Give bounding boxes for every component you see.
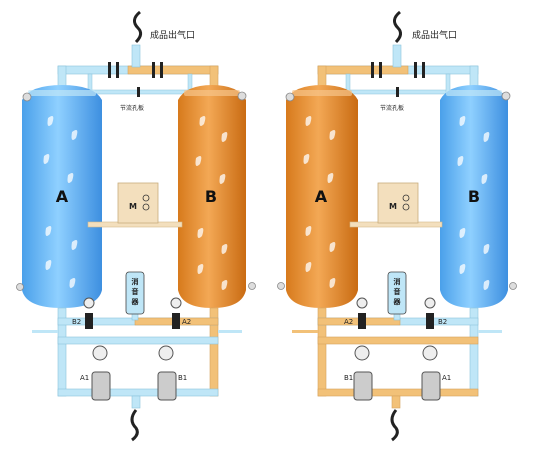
valve-bottom-right	[421, 345, 441, 401]
outlet-pipe	[131, 44, 141, 68]
pipe-down-a	[57, 65, 67, 89]
lower-manifold	[57, 336, 219, 345]
tower-b	[440, 85, 508, 308]
motor-label: M	[389, 202, 397, 211]
silencer-label-2: 音	[394, 287, 401, 296]
inlet-manifold	[57, 388, 219, 397]
valve-top-right	[424, 297, 436, 329]
tower-b	[178, 85, 246, 308]
tower-label: A	[56, 187, 69, 206]
drain-valve-icon	[509, 282, 517, 290]
silencer-label-3: 器	[131, 297, 140, 306]
valve-bottom-left	[91, 345, 111, 401]
orifice-plate-label: 节流孔板	[120, 104, 144, 112]
tower-label: B	[468, 187, 480, 206]
pressure-gauge-icon	[22, 92, 32, 102]
tower-a	[22, 85, 102, 308]
pipe-down-b	[209, 65, 219, 89]
valve-top-left	[356, 297, 368, 329]
motor-label: M	[129, 202, 137, 211]
drain-valve-icon	[16, 283, 24, 291]
silencer-label-1: 消	[132, 277, 139, 286]
drain-valve-icon	[248, 282, 256, 290]
valve-bottom-right	[157, 345, 177, 401]
drain-valve-icon	[277, 282, 285, 290]
left-unit: 成品出气口 节流孔板 A B M 消 音 器 B2 A2 A1 B1	[16, 10, 256, 442]
pressure-gauge-icon	[501, 91, 511, 101]
silencer	[125, 271, 145, 315]
outlet-flow-arrow-icon	[133, 10, 143, 44]
right-unit: 成品出气口 节流孔板 A B M 消 音 器 A2 B2 B1 A1	[277, 10, 517, 442]
valve-label: B2	[438, 318, 447, 326]
silencer-label-3: 器	[393, 297, 402, 306]
valve-label: A2	[182, 318, 191, 326]
valve-label: B1	[178, 374, 187, 382]
valve-bottom-left	[353, 345, 373, 401]
orifice-plate	[137, 87, 140, 97]
inlet-flow-arrow-icon	[130, 409, 139, 442]
tower-a	[286, 85, 358, 308]
top-pipe-orange	[127, 65, 219, 75]
pressure-gauge-icon	[285, 92, 295, 102]
valve-top-right	[170, 297, 182, 329]
pressure-gauge-icon	[237, 91, 247, 101]
silencer-label-1: 消	[394, 277, 401, 286]
product-outlet-label: 成品出气口	[412, 29, 457, 41]
valve-top-left	[83, 297, 95, 329]
tower-label: B	[205, 187, 217, 206]
outlet-flow-arrow-icon	[393, 10, 403, 44]
motor-box	[117, 182, 159, 224]
silencer	[387, 271, 407, 315]
valve-label: B2	[72, 318, 81, 326]
orifice-plate-label: 节流孔板	[380, 104, 404, 112]
tower-label: A	[315, 187, 328, 206]
valve-label: A2	[344, 318, 353, 326]
motor-box	[377, 182, 419, 224]
valve-label: A1	[80, 374, 89, 382]
inlet-flow-arrow-icon	[390, 409, 399, 442]
valve-label: A1	[442, 374, 451, 382]
top-check-valves	[108, 62, 163, 78]
valve-label: B1	[344, 374, 353, 382]
product-outlet-label: 成品出气口	[150, 29, 195, 41]
swirl-decorations	[43, 116, 228, 290]
silencer-label-2: 音	[132, 287, 139, 296]
